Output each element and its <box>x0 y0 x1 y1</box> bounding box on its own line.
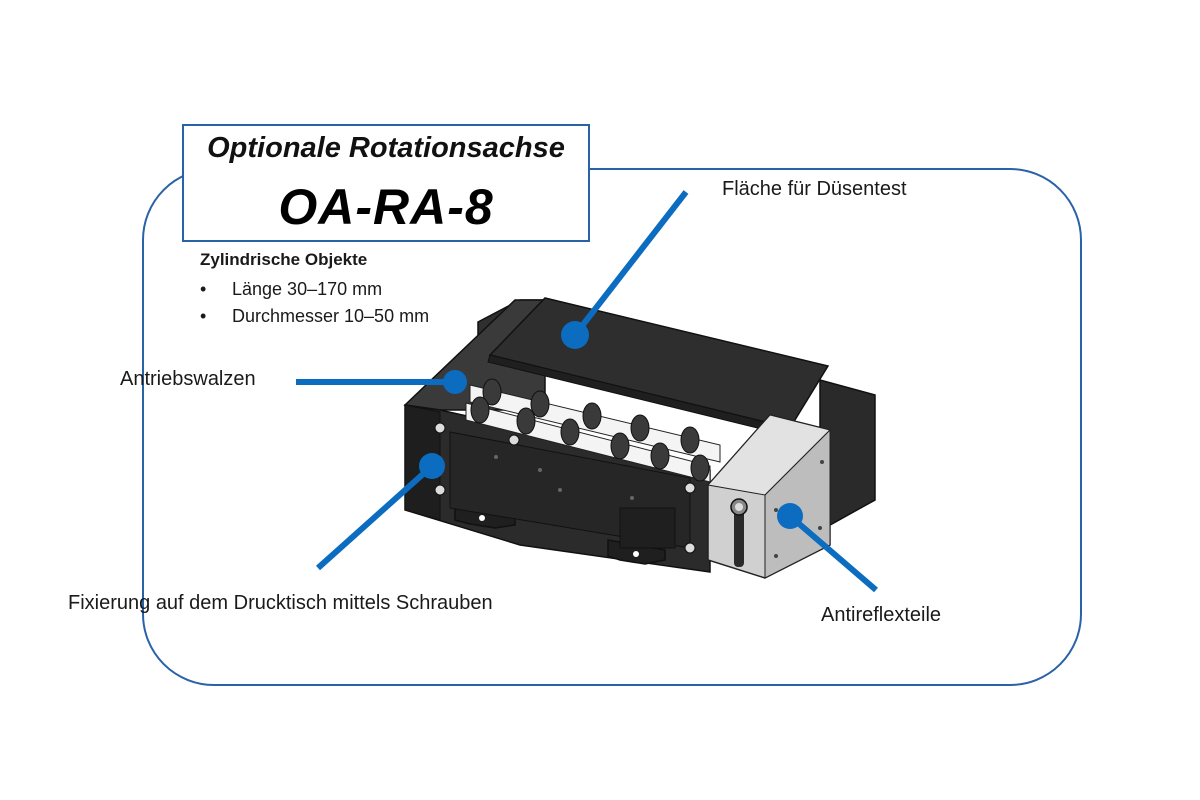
leader-mounting <box>315 463 435 571</box>
marker-mounting <box>419 453 445 479</box>
drive-rollers <box>465 378 721 483</box>
spec-length: Länge 30–170 mm <box>200 276 429 303</box>
title-subtitle: Optionale Rotationsachse <box>207 132 565 164</box>
title-box: Optionale Rotationsachse OA-RA-8 <box>182 124 590 242</box>
rounded-frame <box>142 168 1082 686</box>
marker-nozzle-test <box>561 321 589 349</box>
marker-anti-reflex <box>777 503 803 529</box>
spec-diameter: Durchmesser 10–50 mm <box>200 303 429 330</box>
specs-list: Länge 30–170 mm Durchmesser 10–50 mm <box>200 276 429 330</box>
label-nozzle-test-area: Fläche für Düsentest <box>722 178 907 200</box>
label-anti-reflex: Antireflexteile <box>821 604 942 626</box>
leader-anti-reflex <box>788 513 878 593</box>
label-drive-rollers: Antriebswalzen <box>120 368 256 390</box>
model-name: OA-RA-8 <box>278 179 494 235</box>
marker-drive-rollers <box>443 370 467 394</box>
leader-nozzle-test <box>572 190 689 337</box>
specs-block: Zylindrische Objekte Länge 30–170 mm Dur… <box>200 250 429 330</box>
label-mounting: Fixierung auf dem Drucktisch mittels Sch… <box>68 592 493 614</box>
specs-heading: Zylindrische Objekte <box>200 250 368 269</box>
